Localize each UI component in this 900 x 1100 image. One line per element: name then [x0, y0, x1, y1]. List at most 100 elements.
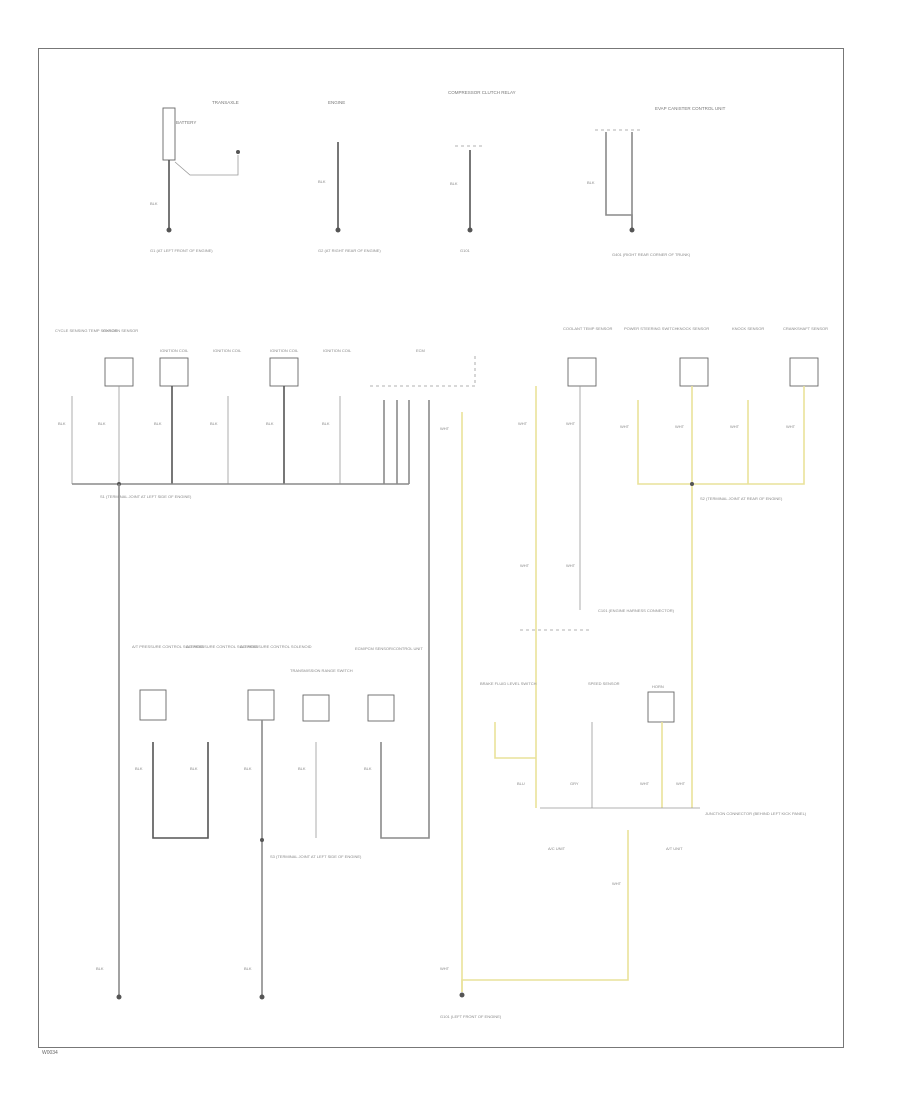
label-engine: ENGINE: [328, 100, 345, 105]
wire-label-wht-5: WHT: [675, 424, 685, 429]
wire-label-blk-4: BLK: [587, 180, 595, 185]
label-c12: CRANKSHAFT SENSOR: [783, 326, 828, 331]
wire-label-blk-3: BLK: [450, 181, 458, 186]
wire-label-blk-11: BLK: [135, 766, 143, 771]
wire-label-blk-12: BLK: [190, 766, 198, 771]
label-c11: KNOCK SENSOR: [732, 326, 764, 331]
splice-right-label: S2 (TERMINAL JOINT AT REAR OF ENGINE): [700, 496, 783, 501]
label-c2: OXYGEN SENSOR: [103, 328, 138, 333]
label-c6: IGNITION COIL: [323, 348, 352, 353]
wire-d1-d2: [152, 742, 209, 839]
wire-junction-ground: [461, 830, 629, 992]
label-c7: ECM: [416, 348, 425, 353]
label-compressor: COMPRESSOR CLUTCH RELAY: [448, 90, 516, 95]
wire-label-wht-13: WHT: [676, 781, 686, 786]
wire-label-blk-8: BLK: [210, 421, 218, 426]
wire-label-wht-3: WHT: [566, 421, 576, 426]
component-d1-body: [139, 689, 167, 721]
wire-label-blk-7: BLK: [154, 421, 162, 426]
component-c8-body: [567, 357, 597, 387]
wire-label-wht-11: WHT: [440, 966, 450, 971]
wire-label-blk-14: BLK: [298, 766, 306, 771]
wire-label-blk-2: BLK: [318, 179, 326, 184]
label-d2: A/T PRESSURE CONTROL SOLENOID: [186, 644, 258, 649]
wire-label-blk-16: BLK: [96, 966, 104, 971]
ecm-outline: [370, 356, 476, 387]
wire-label-blk-17: BLK: [244, 966, 252, 971]
label-c10: KNOCK SENSOR: [677, 326, 709, 331]
label-d5: ECM/PCM SENSOR/CONTROL UNIT: [355, 646, 423, 651]
label-c8: COOLANT TEMP SENSOR: [563, 326, 612, 331]
wire-label-wht-1: WHT: [440, 426, 450, 431]
wire-label-wht-8: WHT: [520, 563, 530, 568]
component-d3-body: [247, 689, 275, 721]
ground-g2-icon: [335, 227, 341, 233]
label-d4: TRANSMISSION RANGE SWITCH: [290, 668, 353, 673]
wire-battery-aux: [174, 155, 239, 176]
wire-label-blk-5: BLK: [58, 421, 66, 426]
wire-label-wht-2: WHT: [518, 421, 528, 426]
diagram-frame: [38, 48, 844, 1048]
wire-label-blk-9: BLK: [266, 421, 274, 426]
component-d4-body: [302, 694, 330, 722]
ground-g2-label: G2 (AT RIGHT REAR OF ENGINE): [318, 248, 381, 253]
ground-g1-label: G1 (AT LEFT FRONT OF ENGINE): [150, 248, 213, 253]
label-c1: CYCLE SENSING TEMP SENSOR: [55, 328, 118, 333]
label-c5: IGNITION COIL: [270, 348, 299, 353]
component-c10-body: [679, 357, 709, 387]
label-c9: POWER STEERING SWITCH: [624, 326, 678, 331]
ground-bottom-label: G101 (LEFT FRONT OF ENGINE): [440, 1014, 502, 1019]
wire-label-blk-13: BLK: [244, 766, 252, 771]
splice-right-node: [690, 482, 694, 486]
label-c4: IGNITION COIL: [213, 348, 242, 353]
ground-left-icon: [116, 994, 122, 1000]
ground-g1-icon: [166, 227, 172, 233]
ground-g4-label: G401 (RIGHT REAR CORNER OF TRUNK): [612, 252, 691, 257]
bus-right: [637, 386, 805, 485]
ground-g3-icon: [467, 227, 473, 233]
wire-label-blk-6: BLK: [98, 421, 106, 426]
splice-bottom-label: S3 (TERMINAL JOINT AT LEFT SIDE OF ENGIN…: [270, 854, 362, 859]
splice-left-label: S1 (TERMINAL JOINT AT LEFT SIDE OF ENGIN…: [100, 494, 192, 499]
label-evap: EVAP CANISTER CONTROL UNIT: [655, 106, 726, 111]
wire-label-blk-10: BLK: [322, 421, 330, 426]
page-code: W0034: [42, 1050, 58, 1056]
label-battery: BATTERY: [176, 120, 196, 125]
junction-label: JUNCTION CONNECTOR (BEHIND LEFT KICK PAN…: [705, 811, 807, 816]
ground-bottom-icon: [459, 992, 465, 998]
label-d3: A/T PRESSURE CONTROL SOLENOID: [240, 644, 312, 649]
wire-ecm-long: [380, 400, 430, 839]
wire-label-wht-9: WHT: [566, 563, 576, 568]
wire-e1: [494, 722, 536, 759]
ground-g4-icon: [629, 227, 635, 233]
component-e3-body: [647, 691, 675, 723]
label-e2: SPEED SENSOR: [588, 681, 620, 686]
component-c2-body: [104, 357, 134, 387]
wire-label-blu-1: BLU: [517, 781, 525, 786]
component-d5-body: [367, 694, 395, 722]
battery-body: [162, 107, 176, 161]
component-c12-body: [789, 357, 819, 387]
wire-label-wht-6: WHT: [730, 424, 740, 429]
component-c5-body: [269, 357, 299, 387]
ground-mid-icon: [259, 994, 265, 1000]
label-e1: BRAKE FLUID LEVEL SWITCH: [480, 681, 537, 686]
wire-label-wht-4: WHT: [620, 424, 630, 429]
label-c3: IGNITION COIL: [160, 348, 189, 353]
component-c3-body: [159, 357, 189, 387]
connector-c101-label: C101 (ENGINE HARNESS CONNECTOR): [598, 608, 675, 613]
wire-label-wht-10: WHT: [612, 881, 622, 886]
splice-bottom-node: [260, 838, 264, 842]
label-e3: HORN: [652, 684, 664, 689]
wire-label-wht-7: WHT: [786, 424, 796, 429]
wire-label-gry-1: GRY: [570, 781, 579, 786]
connector-right-label: A/T UNIT: [666, 846, 683, 851]
battery-terminal: [236, 150, 240, 154]
wire-evap-left: [605, 132, 633, 228]
wire-label-wht-12: WHT: [640, 781, 650, 786]
ground-g3-label: G101: [460, 248, 471, 253]
label-transaxle: TRANSAXLE: [212, 100, 239, 105]
wire-label-blk-1: BLK: [150, 201, 158, 206]
wire-label-blk-15: BLK: [364, 766, 372, 771]
